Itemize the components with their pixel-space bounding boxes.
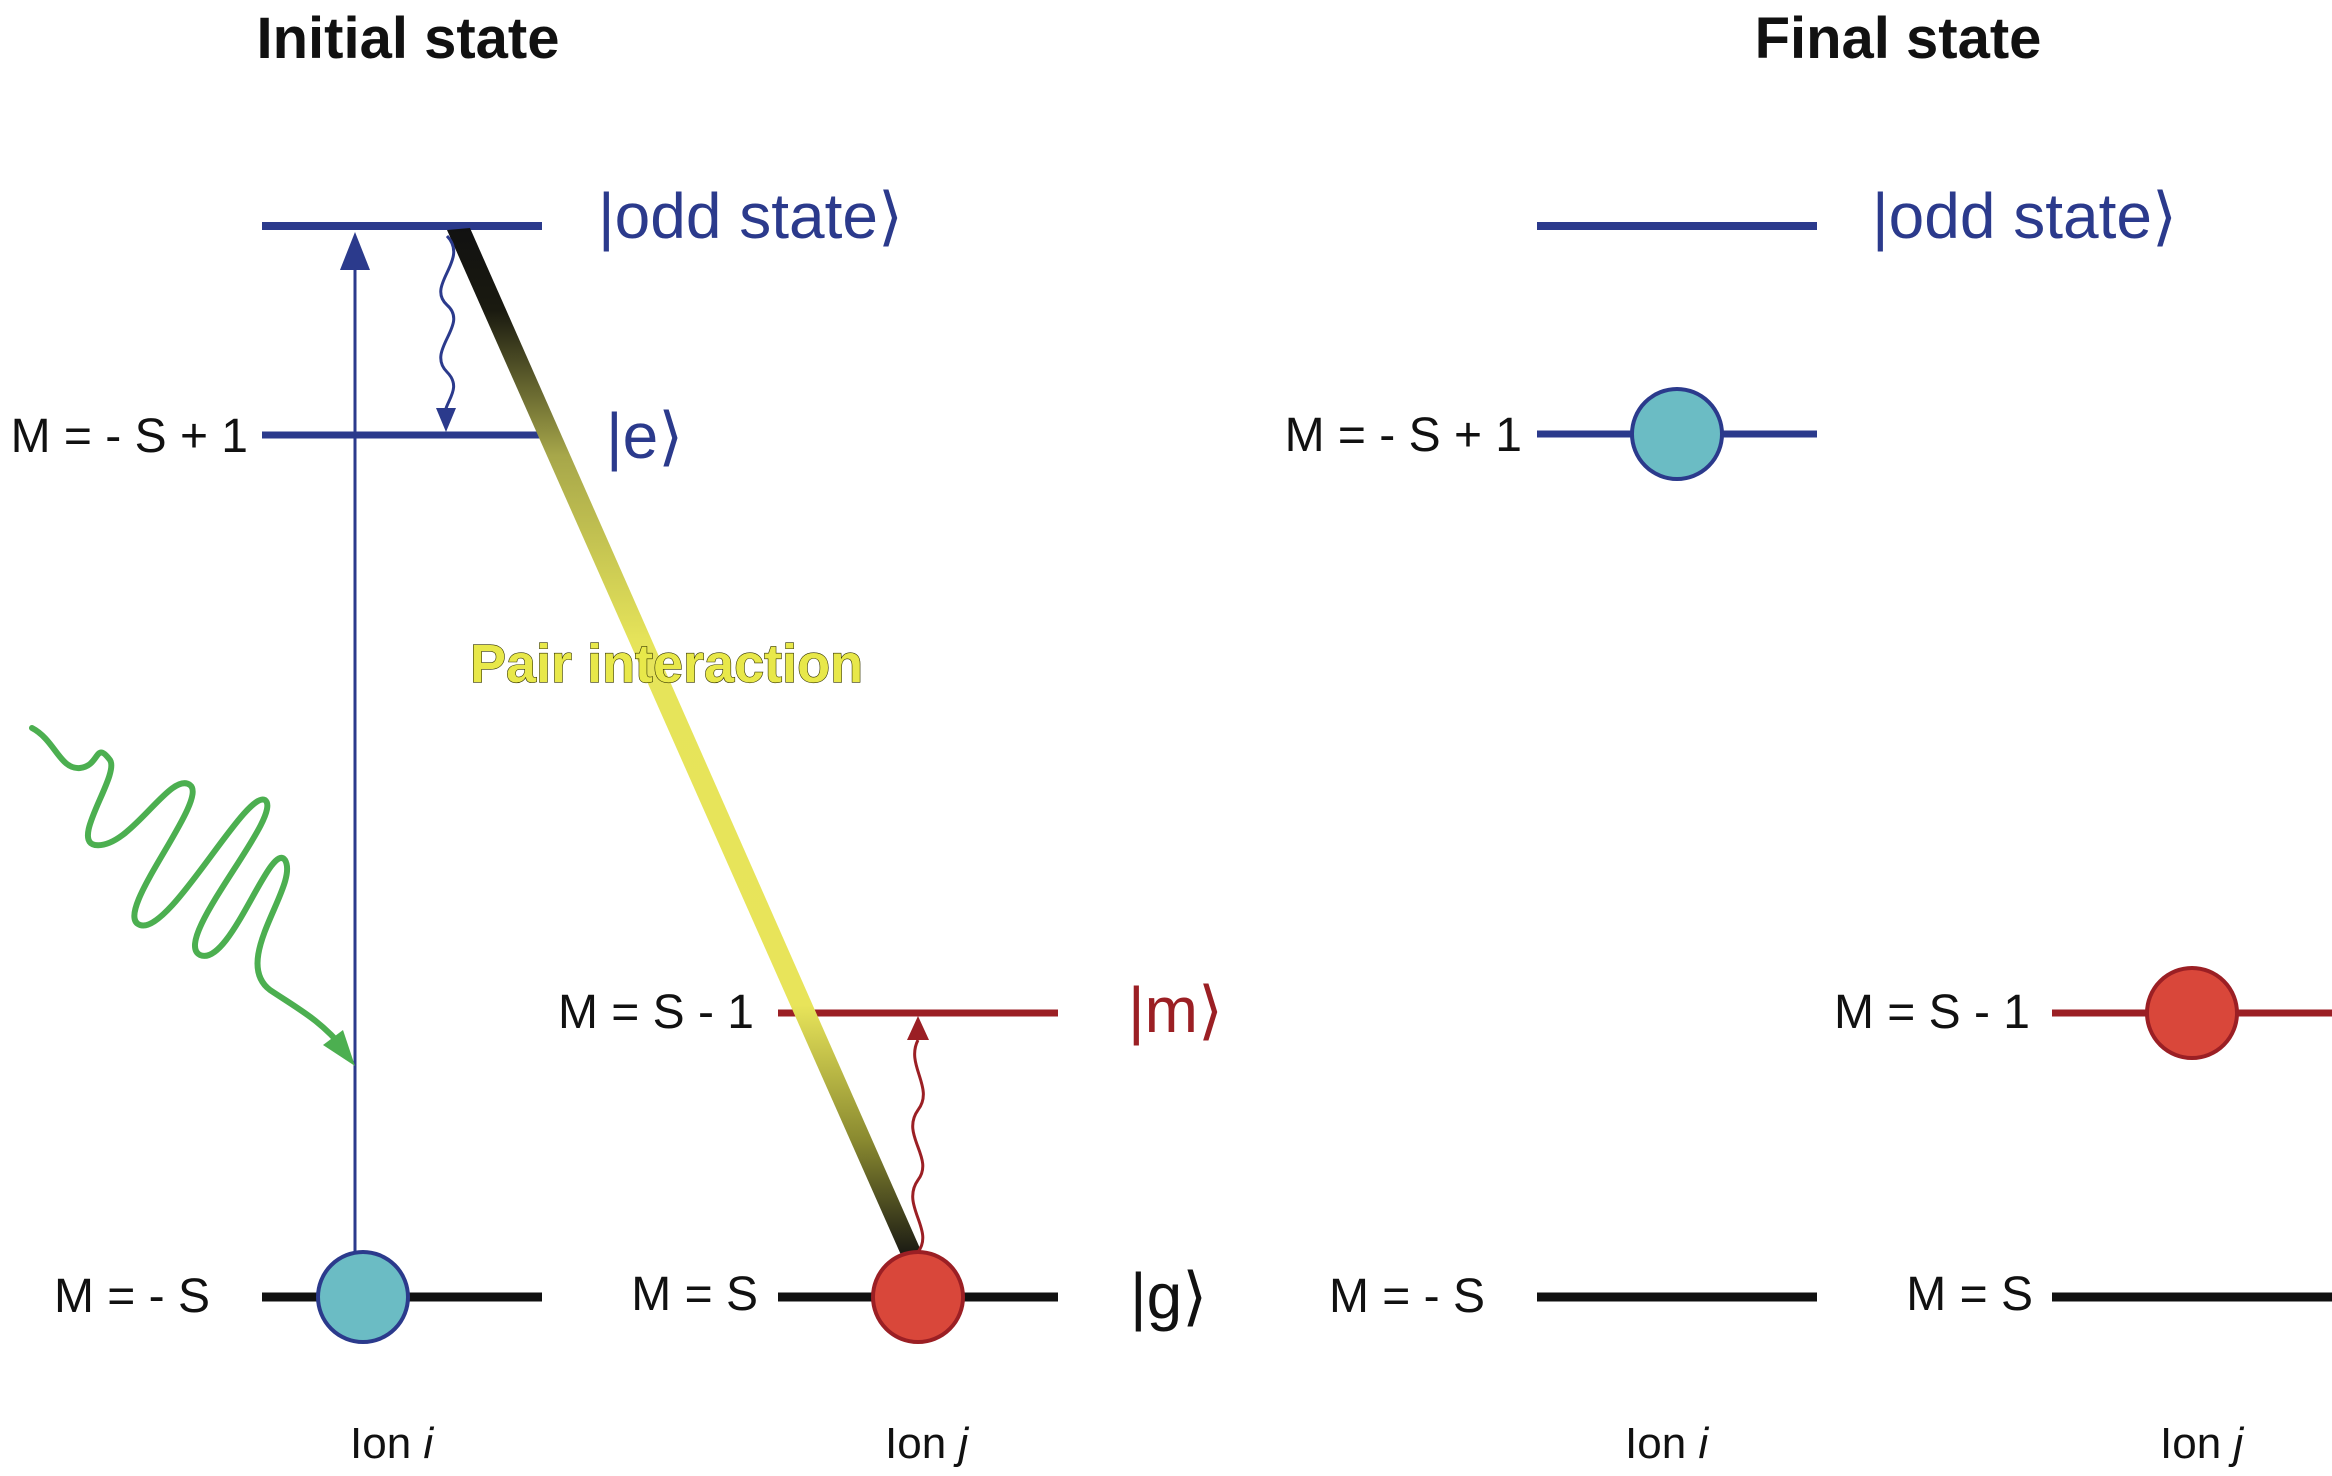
photon-arrowhead-icon [323,1030,355,1066]
ion-i-label-initial: Ion i [350,1419,434,1468]
odd-state-ket-initial: |odd state⟩ [598,180,903,252]
pair-interaction-label: Pair interaction [470,634,863,694]
initial-state-title: Initial state [257,6,560,71]
e-ket: |e⟩ [606,400,683,472]
m-s-label-initial: M = S [631,1268,758,1321]
ion-i-label-final: Ion i [1625,1419,1709,1468]
ion-i-ball-initial [316,1250,410,1344]
photon-wave-icon [29,725,348,1053]
m-neg-s-label-initial: M = - S [54,1270,210,1323]
m-neg-s-plus-1-label-final: M = - S + 1 [1285,409,1522,462]
m-excitation-arrowhead-icon [907,1016,929,1040]
final-state-title: Final state [1755,6,2042,71]
decay-wavy-line [439,234,456,419]
m-neg-s-plus-1-label-initial: M = - S + 1 [11,410,248,463]
excitation-arrowhead-icon [340,232,370,270]
g-ket: |g⟩ [1130,1260,1207,1332]
m-s-label-final: M = S [1906,1268,2033,1321]
m-s-minus-1-label-final: M = S - 1 [1834,986,2030,1039]
m-neg-s-label-final: M = - S [1329,1270,1485,1323]
odd-state-ket-final: |odd state⟩ [1872,180,2177,252]
ion-j-label-final: Ion j [2160,1419,2244,1468]
ion-i-ball-final [1630,387,1724,481]
m-excitation-wavy-line [911,1039,925,1253]
ion-j-label-initial: Ion j [885,1419,969,1468]
ion-j-ball-initial [871,1250,965,1344]
pair-interaction-band [447,228,926,1264]
m-ket: |m⟩ [1128,974,1223,1046]
decay-arrowhead-icon [436,408,456,432]
ion-j-ball-final [2145,966,2239,1060]
m-s-minus-1-label-initial: M = S - 1 [558,986,754,1039]
